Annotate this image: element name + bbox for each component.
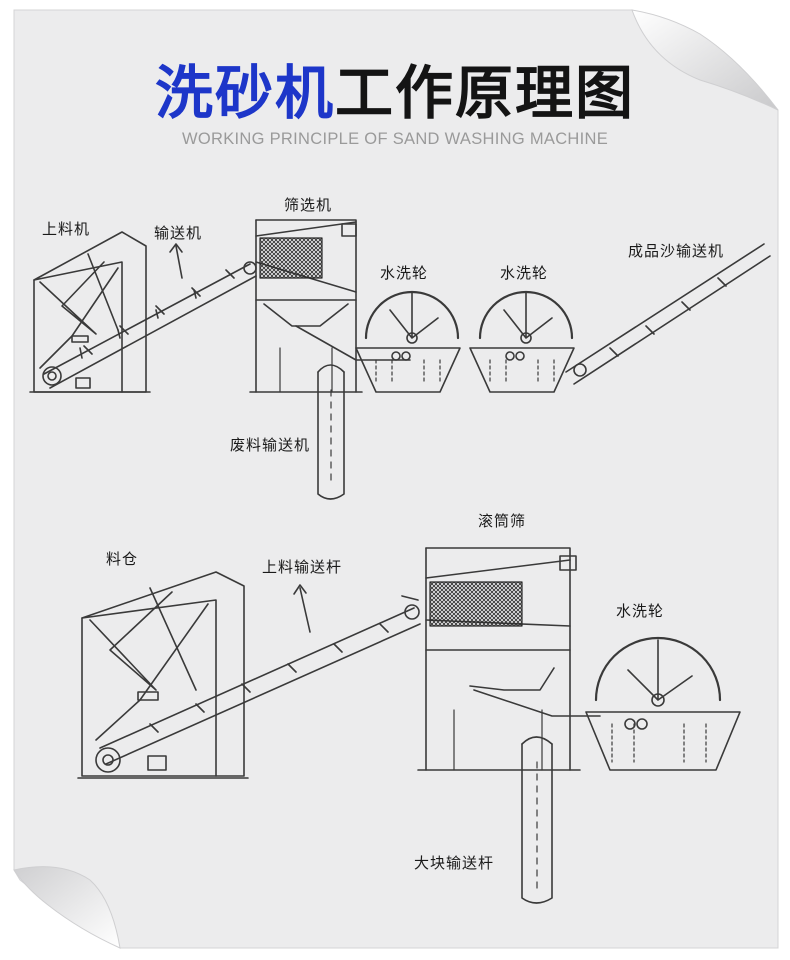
title-block: 洗砂机工作原理图 WORKING PRINCIPLE OF SAND WASHI… [0,58,790,149]
label-hopper: 料仓 [106,550,139,568]
title-highlight: 洗砂机 [154,59,335,127]
top-product-conveyor [565,243,771,385]
label-wheel-1: 水洗轮 [380,264,429,282]
bottom-diagram [77,547,741,904]
bottom-wheel [585,636,741,771]
bottom-conveyor-arrow [293,584,311,633]
label-product-conveyor: 成品沙输送机 [628,242,725,260]
label-feeder: 上料机 [42,220,91,238]
label-wheel-2: 水洗轮 [500,264,549,282]
label-wheel: 水洗轮 [616,602,665,620]
page-title: 洗砂机工作原理图 [0,58,790,128]
top-wheel-2 [469,290,575,393]
feeder-hopper [29,231,151,393]
bottom-lump-conveyor [521,736,553,904]
label-screen: 筛选机 [284,196,333,214]
title-rest: 工作原理图 [335,59,636,127]
top-conveyor-arrow [169,243,183,279]
paper-sheet [13,9,779,949]
label-lump-conveyor: 大块输送杆 [414,854,495,872]
top-wheel-1 [355,290,461,393]
label-waste-conveyor: 废料输送机 [230,436,311,454]
bottom-hopper [77,571,249,779]
label-feed-conveyor: 上料输送杆 [262,558,343,576]
page-subtitle: WORKING PRINCIPLE OF SAND WASHING MACHIN… [181,130,609,148]
top-feed-conveyor [43,261,257,389]
top-waste-conveyor [317,364,345,500]
bottom-feed-conveyor [99,595,421,765]
label-conveyor: 输送机 [154,224,203,242]
label-drum-screen: 滚筒筛 [478,512,527,530]
top-diagram [29,219,771,500]
